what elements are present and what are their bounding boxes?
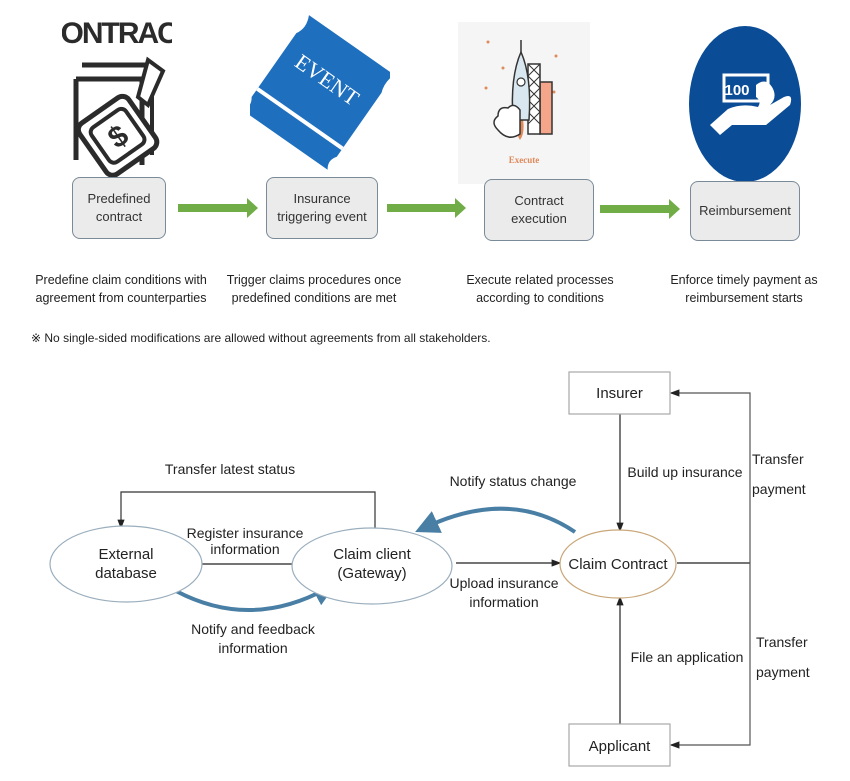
step-label-line1: Contract [514,193,564,208]
green-arrow-3 [600,199,680,219]
node-claim-contract-label: Claim Contract [568,556,668,573]
label-line1: Notify and feedback [191,621,315,637]
hand-money-icon: 100 [689,26,801,182]
step-predefined-contract: Predefined contract [72,177,166,239]
label-register-insurance: Register insurance information [180,524,310,559]
desc-line2: reimbursement starts [685,291,803,305]
curved-arrow-notify-feedback [175,583,337,612]
desc-line1: Predefine claim conditions with [35,273,207,287]
desc-line1: Execute related processes [466,273,614,287]
desc-line2: predefined conditions are met [231,291,397,305]
label-line2: (Gateway) [337,565,407,582]
step-label-line2: execution [511,211,567,226]
contract-icon-text: CONTRACT [62,17,172,50]
node-claim-contract [559,529,677,599]
step-desc-2: Trigger claims procedures once predefine… [226,271,402,307]
node-applicant [568,723,671,767]
rocket-launch-icon: Execute [484,40,558,165]
green-arrow-2 [387,198,466,218]
edge-transfer-payment-top [669,389,751,563]
label-line1: Transfer [756,634,808,650]
execute-icon-text: Execute [509,155,540,165]
node-external-database-label: External database [76,545,176,583]
stakeholder-note: ※ No single-sided modifications are allo… [31,331,491,345]
node-external-database [49,525,203,603]
label-transfer-payment-top: Transfer payment [752,447,816,501]
label-line2: payment [756,664,810,680]
node-insurer-label: Insurer [596,385,643,402]
green-arrow-1 [178,198,258,218]
step-contract-execution: Contract execution [484,179,594,241]
label-line2: information [210,541,280,557]
label-line2: information [218,640,288,656]
step-label-line1: Reimbursement [699,203,791,218]
label-notify-feedback: Notify and feedback information [178,620,328,658]
desc-line2: according to conditions [476,291,604,305]
node-insurer [568,371,671,415]
label-notify-status-change: Notify status change [449,473,577,489]
label-line1: Register insurance [186,525,304,541]
step-desc-4: Enforce timely payment as reimbursement … [656,271,832,307]
label-transfer-latest-status: Transfer latest status [164,461,296,477]
label-transfer-payment-bottom: Transfer payment [756,630,820,684]
node-claim-client [291,527,453,605]
desc-line2: agreement from counterparties [35,291,207,305]
label-line2: information [469,594,539,610]
step-desc-3: Execute related processes according to c… [452,271,628,307]
label-line1: Transfer [752,451,804,467]
step-label-line2: triggering event [277,209,367,224]
label-line1: Claim client [333,546,411,563]
step-label-line2: contract [95,209,143,224]
edge-transfer-latest-status [117,491,376,538]
node-claim-client-label: Claim client (Gateway) [322,545,422,583]
label-line1: External [98,546,154,563]
label-file-application: File an application [630,649,744,665]
step-label-line1: Predefined [87,191,151,206]
step-reimbursement: Reimbursement [690,181,800,241]
step-desc-1: Predefine claim conditions with agreemen… [33,271,209,307]
desc-line1: Enforce timely payment as [670,273,818,287]
edge-transfer-payment-bottom [669,563,751,749]
label-line2: database [95,565,157,582]
label-build-up-insurance: Build up insurance [627,464,743,480]
reimburse-icon-text: 100 [724,82,749,99]
label-line1: Upload insurance [449,575,559,591]
architecture-diagram [49,371,751,767]
event-ticket-icon: EVENT [250,15,390,170]
flow-arrows [178,198,680,219]
desc-line1: Trigger claims procedures once [226,273,402,287]
label-upload-insurance: Upload insurance information [444,574,564,612]
step-label-line1: Insurance [293,191,351,206]
curved-arrow-notify-status [415,506,577,534]
label-line2: payment [752,481,806,497]
step-insurance-triggering-event: Insurance triggering event [266,177,378,239]
node-applicant-label: Applicant [588,738,651,755]
contract-icon: CONTRACT $ [62,17,172,178]
